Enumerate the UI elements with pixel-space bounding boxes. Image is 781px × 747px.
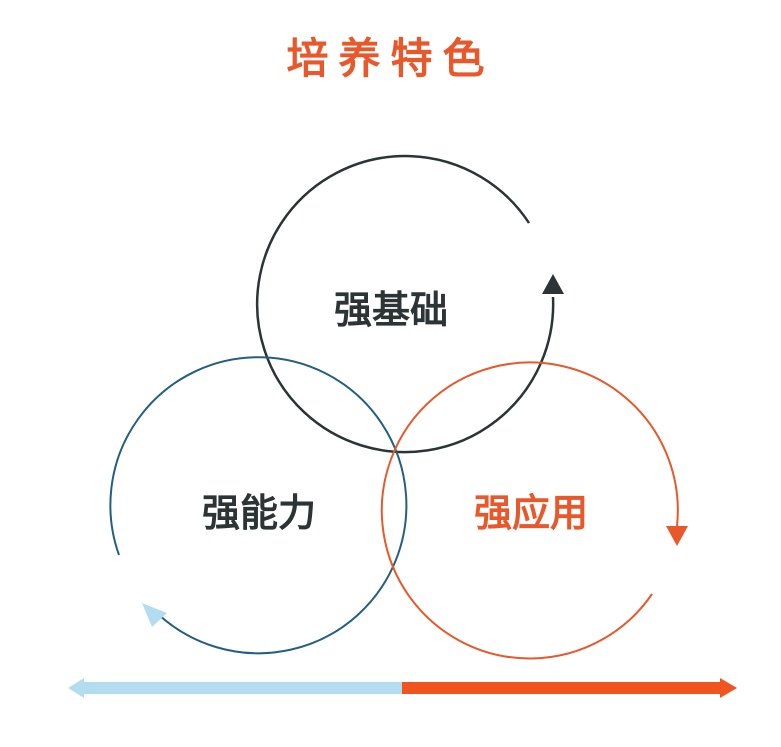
arrow-up-icon xyxy=(542,274,564,294)
circle-top-group: 强基础 xyxy=(255,154,564,454)
circle-top-label: 强基础 xyxy=(334,288,448,332)
circle-top-arc xyxy=(255,154,555,454)
arrow-down-icon xyxy=(666,526,688,546)
circle-left-label: 强能力 xyxy=(202,491,316,535)
circle-right-arc xyxy=(380,361,679,660)
arrow-left-end-icon xyxy=(68,678,84,698)
circle-right-group: 强应用 xyxy=(380,361,688,660)
bar-left-segment xyxy=(82,682,402,694)
circle-right-label: 强应用 xyxy=(474,491,588,535)
bottom-arrow-bar xyxy=(68,678,737,698)
circle-left-arc xyxy=(109,356,408,655)
page-title: 培养特色 xyxy=(286,34,495,83)
circle-left-group: 强能力 xyxy=(109,356,408,655)
bar-right-segment xyxy=(402,682,722,694)
arrow-left-icon xyxy=(142,603,167,627)
arrow-right-end-icon xyxy=(720,678,737,698)
